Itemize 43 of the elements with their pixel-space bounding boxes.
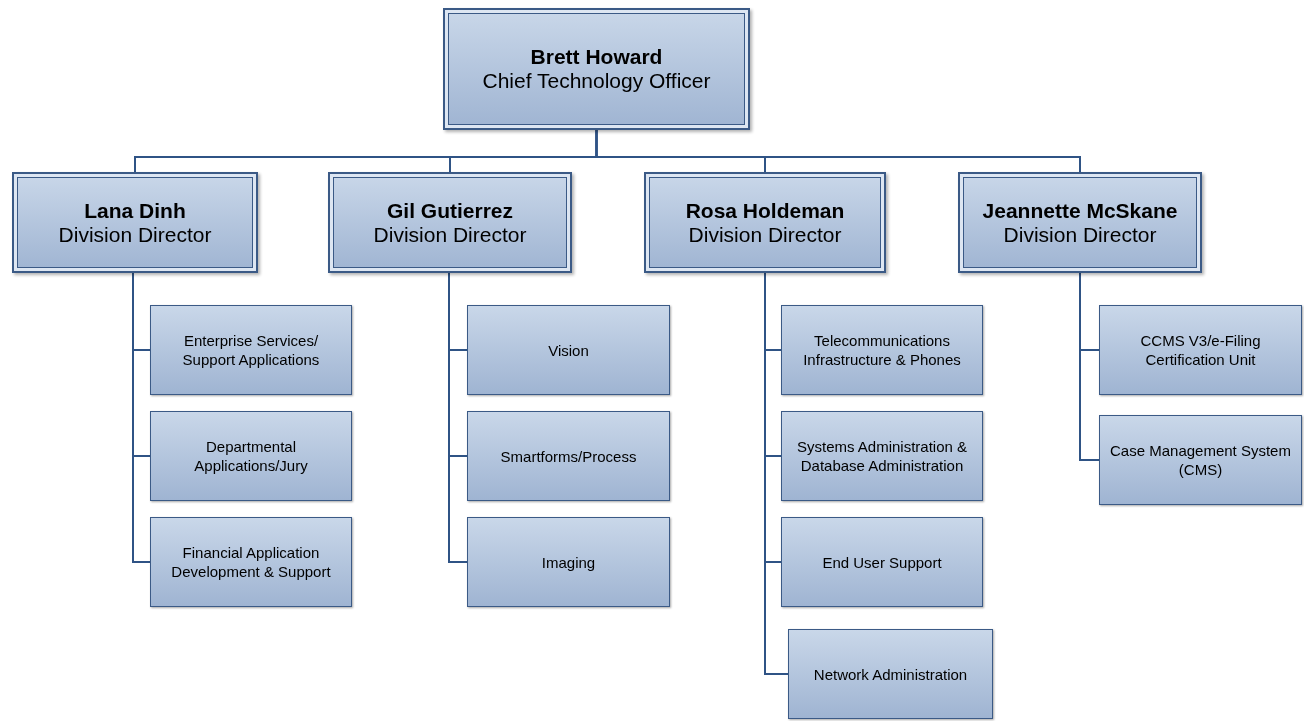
unit-box — [150, 305, 352, 395]
unit-box — [467, 305, 670, 395]
person-name: Brett Howard — [530, 45, 663, 69]
unit-box — [788, 629, 993, 719]
unit-name: Departmental Applications/Jury — [193, 437, 309, 475]
job-title: Division Director — [1003, 222, 1157, 247]
unit-box — [150, 517, 352, 607]
unit-box — [781, 517, 983, 607]
person-name: Lana Dinh — [84, 198, 186, 223]
unit-box — [150, 411, 352, 501]
unit-box — [781, 305, 983, 395]
person-name: Gil Gutierrez — [387, 198, 513, 223]
position-box — [443, 8, 750, 130]
person-name: Jeannette McSkane — [982, 198, 1178, 223]
job-title: Chief Technology Officer — [482, 69, 711, 93]
unit-name: Smartforms/Process — [500, 446, 637, 466]
unit-name: CCMS V3/e-Filing Certification Unit — [1139, 331, 1262, 369]
unit-name: Network Administration — [813, 664, 968, 684]
connector-line — [595, 129, 1081, 173]
connector-line — [1079, 272, 1100, 461]
unit-name: Systems Administration & Database Administration — [795, 437, 969, 475]
unit-name: Imaging — [541, 552, 596, 572]
position-box — [644, 172, 886, 273]
unit-name: Vision — [548, 340, 589, 360]
job-title: Division Director — [688, 222, 842, 247]
unit-box — [1099, 305, 1302, 395]
position-box — [328, 172, 572, 273]
unit-name: Case Management System (CMS) — [1109, 441, 1292, 479]
person-name: Rosa Holdeman — [685, 198, 845, 223]
job-title: Division Director — [373, 222, 527, 247]
connector-line — [448, 272, 468, 563]
unit-name: Financial Application Development & Support — [170, 543, 332, 581]
unit-box — [467, 411, 670, 501]
unit-name: Telecommunications Infrastructure & Phones — [802, 331, 962, 369]
unit-box — [781, 411, 983, 501]
unit-box — [1099, 415, 1302, 505]
position-box — [958, 172, 1202, 273]
connector-line — [132, 272, 151, 563]
unit-name: End User Support — [822, 552, 942, 572]
unit-name: Enterprise Services/ Support Applications — [181, 331, 321, 369]
unit-box — [467, 517, 670, 607]
job-title: Division Director — [58, 222, 212, 247]
position-box — [12, 172, 258, 273]
